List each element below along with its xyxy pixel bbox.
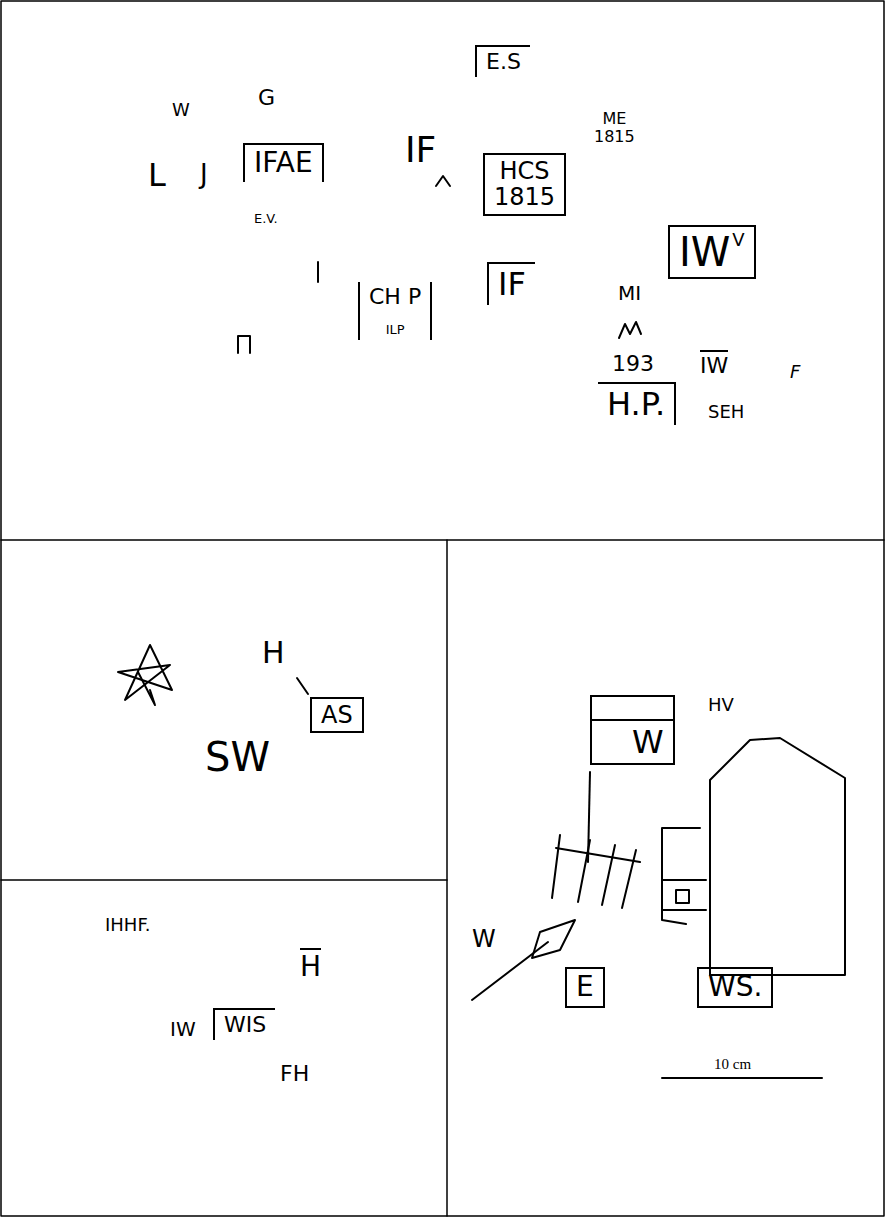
inscription-box: WS.: [697, 967, 773, 1008]
small-square: [676, 890, 689, 903]
panel-line: [1, 539, 884, 541]
pentagram: [118, 645, 172, 700]
inscription-text: E: [576, 972, 594, 1003]
small-frame: [662, 879, 706, 881]
inscription-box: WIS: [213, 1008, 275, 1040]
inscription-box: E.S: [475, 45, 530, 77]
hatch-stroke: [602, 845, 615, 905]
inscription-label: HV: [708, 695, 734, 715]
bar-line: [556, 848, 640, 862]
inscription-label: G: [258, 86, 275, 110]
inscription-text: IW: [679, 230, 730, 274]
inscription-box: HCS 1815: [483, 153, 566, 216]
inscription-subtext: ILP: [369, 323, 421, 337]
inscription-text: H.P.: [607, 387, 665, 422]
panel-line: [446, 540, 448, 1216]
inscription-label: H: [300, 948, 321, 983]
inscription-label: SW: [205, 735, 270, 779]
inscription-box: AS: [310, 697, 364, 733]
inscription-text: E.S: [486, 50, 521, 74]
m-mark: [619, 322, 641, 338]
inscription-label: ME 1815: [594, 110, 635, 145]
hatch-stroke: [552, 835, 560, 898]
inscription-label: 10 cm: [714, 1056, 751, 1073]
inscription-label: J: [200, 160, 208, 189]
inscription-label: SEH: [708, 402, 744, 422]
box-divider: [592, 697, 673, 721]
inscription-text: WS.: [708, 972, 762, 1003]
inscription-box: IWV: [668, 225, 756, 279]
hatch-stroke: [622, 850, 636, 908]
inscription-text: IF: [498, 267, 526, 302]
inscription-box: IF: [487, 262, 535, 305]
inscription-text: AS: [321, 702, 353, 728]
pentagram-tail: [138, 672, 155, 705]
inscription-box: W: [590, 695, 675, 765]
inscription-label: E.V.: [254, 212, 278, 226]
inscription-box: CH P ILP: [358, 282, 432, 340]
inscription-label: MI: [618, 282, 641, 304]
inscription-box: E: [565, 967, 605, 1008]
scale-bar: [662, 1077, 822, 1079]
small-frame: [662, 909, 706, 911]
inscription-label: F: [790, 362, 800, 382]
slash-mark: [297, 678, 308, 694]
inscription-box: IFAE: [243, 143, 324, 182]
inscription-subtext: V: [732, 230, 744, 250]
caret-mark: [436, 176, 450, 186]
inscription-label: H: [262, 636, 285, 669]
tall-pentagon: [710, 738, 845, 975]
inscription-label: L: [148, 158, 166, 193]
inscription-text: CH P: [369, 285, 421, 309]
hatch-stroke: [578, 840, 590, 902]
inscription-text: IFAE: [254, 148, 313, 179]
inscription-label: FH: [280, 1062, 309, 1086]
inscription-label: IW: [170, 1018, 196, 1040]
inscription-label: W: [472, 926, 496, 952]
pi-mark: [238, 336, 250, 353]
inscription-label: IW: [700, 350, 728, 378]
spear-head: [532, 920, 575, 958]
panel-line: [1, 879, 447, 881]
inscription-box: H.P.: [598, 382, 676, 425]
inscription-label: W: [172, 100, 190, 120]
inscription-label: IHHF.: [105, 915, 151, 935]
inscription-text: HCS 1815: [494, 158, 555, 211]
inscription-label: 193: [612, 352, 654, 376]
inscription-text: WIS: [224, 1013, 266, 1037]
stroke-mark: [317, 262, 319, 282]
inscription-label: IF: [405, 130, 436, 170]
inscription-text: W: [632, 725, 664, 760]
